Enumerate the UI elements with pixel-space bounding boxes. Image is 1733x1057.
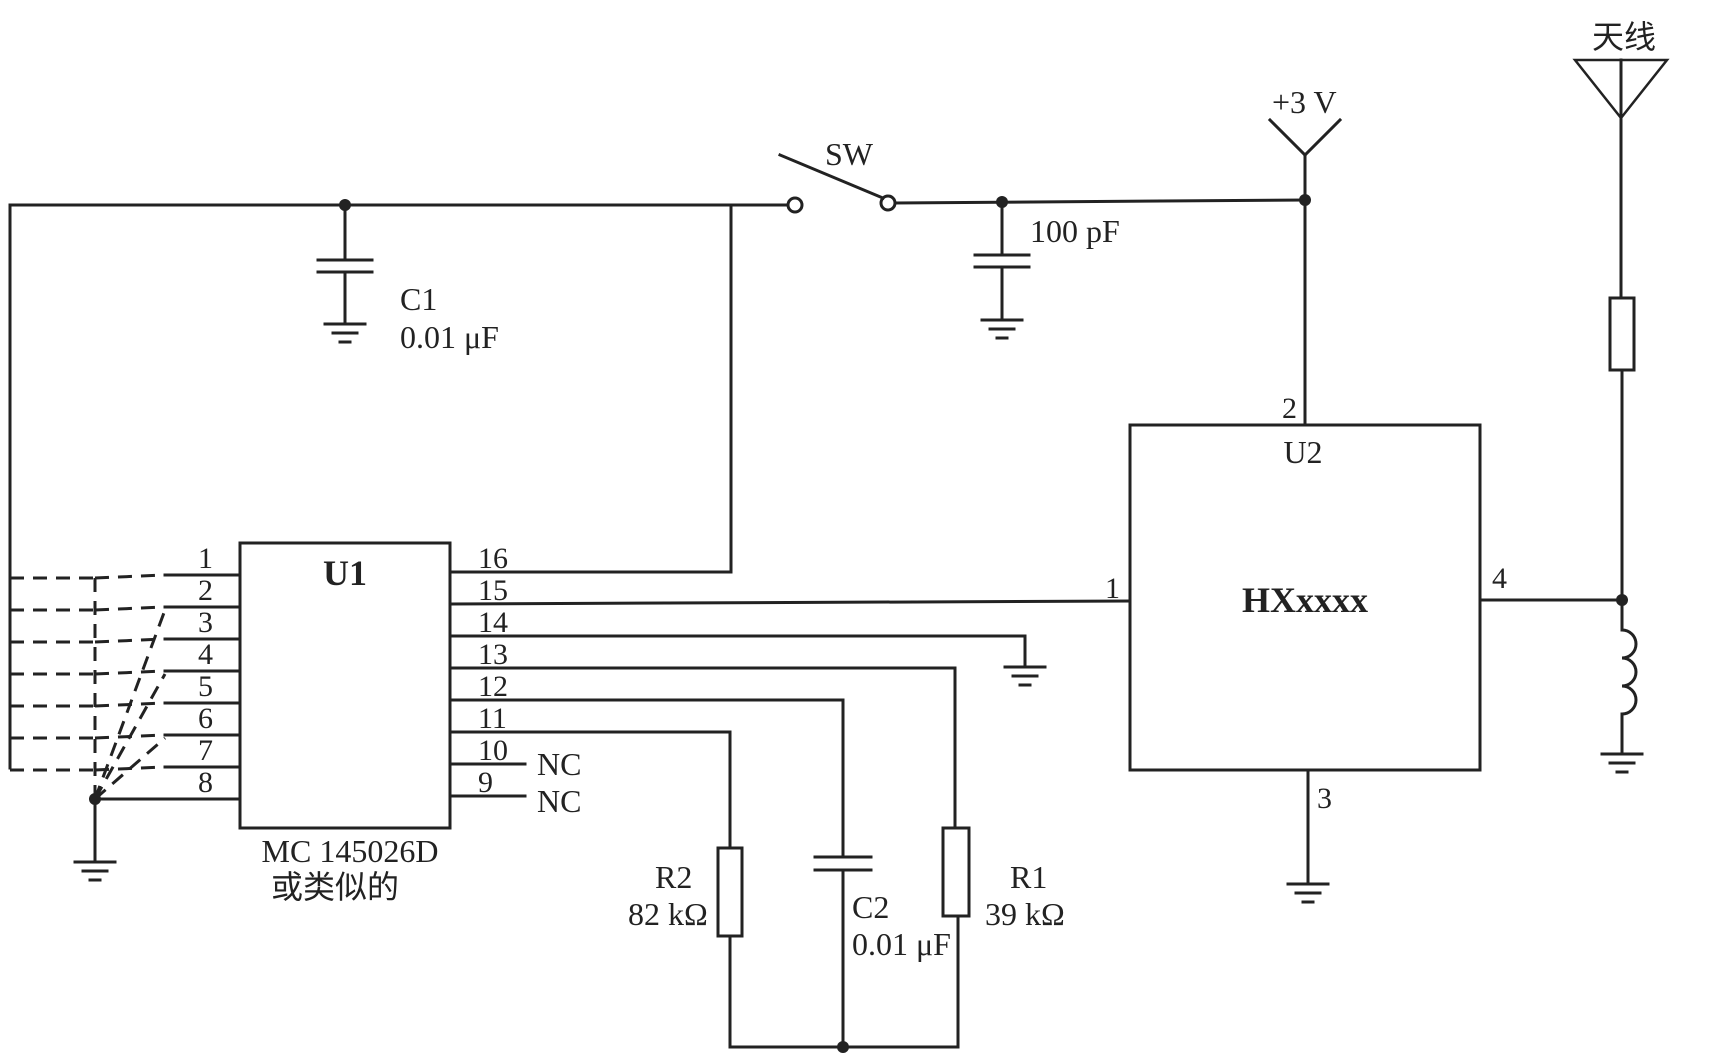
wire-pin12-c2 [448, 698, 845, 857]
u2-ground [1286, 768, 1330, 904]
top-rail [8, 203, 797, 770]
u1-pin-3: 3 [198, 606, 213, 639]
u1-pin-1: 1 [198, 542, 213, 575]
u1-pin-5: 5 [198, 670, 213, 703]
nc-label-9: NC [537, 783, 581, 819]
u1-pin-2: 2 [198, 574, 213, 607]
u1-pin-7: 7 [198, 734, 213, 767]
c2-name: C2 [852, 889, 889, 925]
c-bypass-value: 100 pF [1030, 213, 1120, 249]
switch-label: SW [825, 136, 874, 172]
u1-pin-9: 9 [478, 766, 493, 799]
u1-pin-8: 8 [198, 766, 213, 799]
u1-name: U1 [323, 553, 367, 593]
u2-pin-2: 2 [1282, 392, 1297, 425]
u2-name: U2 [1283, 434, 1322, 470]
switch-sw [778, 153, 1307, 214]
u1-right-pin-numbers: 16 15 14 13 12 11 10 9 [478, 542, 508, 799]
vcc-label: +3 V [1272, 84, 1337, 120]
u1-note: 或类似的 [271, 869, 399, 905]
u1-pin-11: 11 [478, 702, 507, 735]
u2-pin-4: 4 [1492, 562, 1507, 595]
vcc-supply [1267, 117, 1343, 427]
u1-ground [73, 793, 117, 882]
antenna-label: 天线 [1592, 19, 1656, 55]
antenna [1572, 58, 1670, 602]
inductor [1600, 598, 1644, 774]
u1-chip [238, 541, 452, 830]
u2-module [1128, 423, 1482, 772]
r1-value: 39 kΩ [985, 896, 1065, 932]
pin14-ground [448, 634, 1047, 687]
r2-value: 82 kΩ [628, 896, 708, 932]
nc-label-10: NC [537, 746, 581, 782]
c1-value: 0.01 μF [400, 319, 499, 355]
u1-left-pin-numbers: 1 2 3 4 5 6 7 8 [198, 542, 213, 799]
u1-pin-16: 16 [478, 542, 508, 575]
antenna-resistor [1608, 296, 1636, 372]
wire-pin11-r2 [448, 730, 732, 850]
capacitor-c1 [316, 199, 374, 344]
r1-name: R1 [1010, 859, 1047, 895]
wire-pin13-r1 [448, 666, 957, 830]
c2-value: 0.01 μF [852, 926, 951, 962]
rc-bottom-bus [728, 1041, 960, 1053]
u1-pin-14: 14 [478, 606, 508, 639]
resistor-r1 [941, 826, 971, 1049]
rf-output [1478, 594, 1628, 606]
u1-pin-15: 15 [478, 574, 508, 607]
u1-left-pin-leads [93, 573, 242, 801]
u1-pin-10: 10 [478, 734, 508, 767]
resistor-r2 [716, 846, 744, 1049]
u2-pin-3: 3 [1317, 782, 1332, 815]
capacitor-100pf [973, 196, 1031, 340]
r2-name: R2 [655, 859, 692, 895]
capacitor-c2 [813, 855, 873, 1049]
wire-data-out [448, 599, 1132, 606]
c1-name: C1 [400, 281, 437, 317]
u2-part: HXxxxx [1242, 580, 1368, 620]
u1-pin-6: 6 [198, 702, 213, 735]
address-jumpers [10, 573, 167, 801]
u1-pin-13: 13 [478, 638, 508, 671]
u1-pin-12: 12 [478, 670, 508, 703]
u1-part: MC 145026D [262, 833, 439, 869]
u1-pin-4: 4 [198, 638, 213, 671]
u2-pin-1: 1 [1105, 572, 1120, 605]
